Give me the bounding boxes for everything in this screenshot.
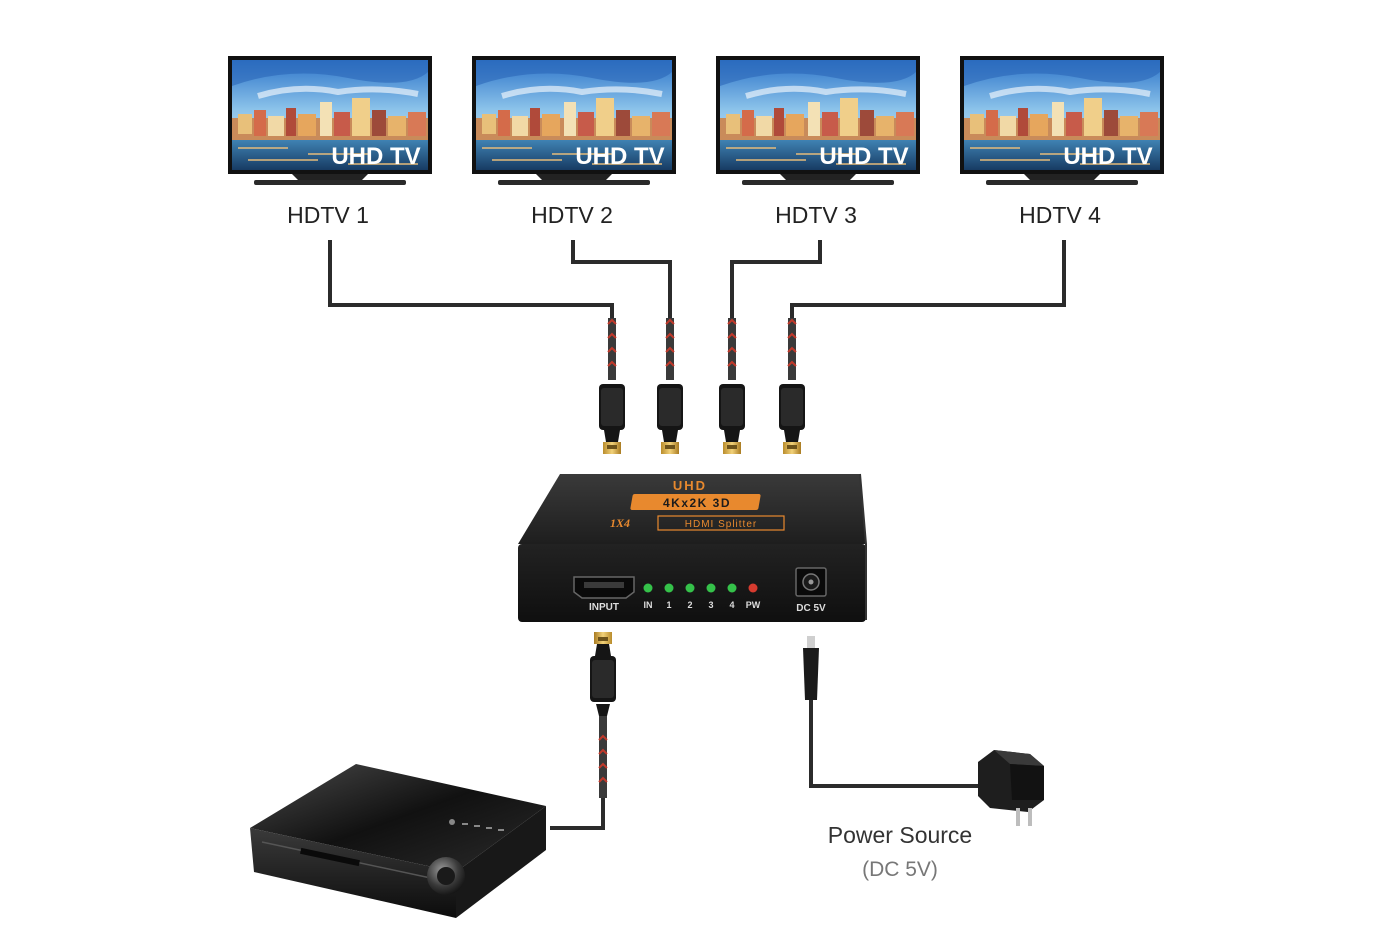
braided-cables [607, 318, 797, 380]
power-cable [803, 636, 980, 788]
input-cable [550, 632, 616, 830]
splitter-badge-product: HDMI Splitter [685, 519, 757, 530]
input-port-label: INPUT [589, 602, 619, 613]
power-source-title: Power Source [827, 822, 973, 848]
tv-3-screen-text: UHD TV [819, 143, 908, 170]
tv-2-screen-text: UHD TV [575, 143, 664, 170]
hdmi-connector-2-icon [657, 384, 683, 454]
led-pw-icon [748, 583, 758, 593]
hdmi-connector-1-icon [599, 384, 625, 454]
tv-label-1: HDTV 1 [287, 202, 369, 228]
dc-port-icon [795, 567, 827, 597]
splitter-badge-main: 4Kx2K 3D [663, 496, 731, 510]
status-leds [643, 583, 758, 593]
output-connectors [599, 384, 805, 454]
led-1-icon [664, 583, 674, 593]
hdmi-connector-3-icon [719, 384, 745, 454]
led-label-2: 2 [687, 600, 692, 610]
tv-1-screen-text: UHD TV [331, 143, 420, 170]
cable-hdtv-1 [328, 240, 614, 318]
power-adapter-icon [978, 750, 1044, 826]
tv-4: UHD TV [960, 56, 1164, 185]
hdmi-connector-4-icon [779, 384, 805, 454]
cable-hdtv-3 [730, 240, 822, 318]
cable-hdtv-2 [571, 240, 672, 318]
led-label-pw: PW [746, 600, 761, 610]
led-in-icon [643, 583, 653, 593]
tv-4-screen-text: UHD TV [1063, 143, 1152, 170]
media-player [250, 764, 546, 918]
tv-label-2: HDTV 2 [531, 202, 613, 228]
braid-2 [665, 318, 675, 380]
braid-4 [787, 318, 797, 380]
tv-label-4: HDTV 4 [1019, 202, 1101, 228]
tv-1: UHD TV [228, 56, 432, 185]
input-port-icon [573, 576, 635, 599]
led-2-icon [685, 583, 695, 593]
led-3-icon [706, 583, 716, 593]
led-label-in: IN [644, 600, 653, 610]
led-label-1: 1 [666, 600, 671, 610]
power-source-subtitle: (DC 5V) [862, 858, 938, 881]
led-4-icon [727, 583, 737, 593]
braid-3 [727, 318, 737, 380]
output-cables [328, 240, 1066, 318]
led-label-3: 3 [708, 600, 713, 610]
cable-hdtv-4 [790, 240, 1066, 318]
tv-3: UHD TV [716, 56, 920, 185]
splitter-badge-brand: 1X4 [610, 516, 630, 530]
hdmi-splitter: UHD 4Kx2K 3D 1X4 HDMI Splitter INPUT IN … [518, 473, 867, 622]
led-label-4: 4 [729, 600, 734, 610]
dc-port-label: DC 5V [796, 603, 826, 614]
tv-label-3: HDTV 3 [775, 202, 857, 228]
splitter-badge-top: UHD [673, 478, 707, 493]
tv-2: UHD TV [472, 56, 676, 185]
braid-1 [607, 318, 617, 380]
